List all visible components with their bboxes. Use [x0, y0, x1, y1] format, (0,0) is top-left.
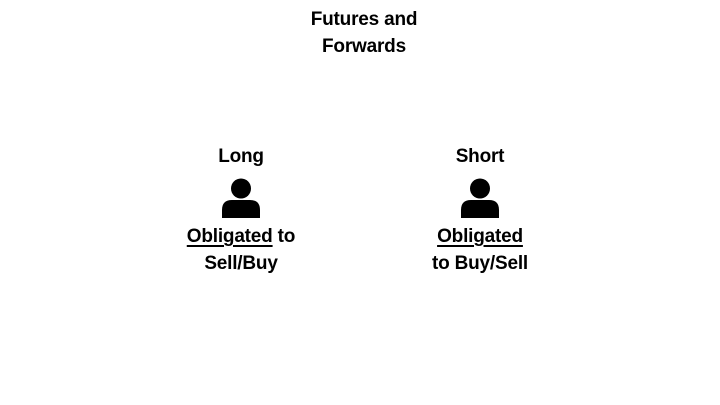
long-caption-to: to [272, 226, 296, 247]
long-caption-line-2: Sell/Buy [204, 253, 278, 274]
slide-title-line-1: Futures and [310, 9, 418, 30]
short-caption-line-1: Obligated [380, 223, 580, 250]
short-caption-line-2: to Buy/Sell [432, 253, 528, 274]
slide-title-line-2: Forwards [322, 36, 406, 57]
short-party: Short Obligated to Buy/Sell [380, 143, 580, 277]
person-icon [222, 178, 260, 218]
short-obligated-text: Obligated [437, 226, 523, 247]
short-label: Short [455, 146, 505, 167]
slide-title: Futures and Forwards [0, 6, 720, 60]
long-caption-line-1: Obligated to [141, 223, 341, 250]
long-obligated-text: Obligated [186, 226, 273, 247]
long-caption: Obligated to Sell/Buy [141, 223, 341, 277]
long-label: Long [218, 146, 264, 167]
long-party: Long Obligated to Sell/Buy [141, 143, 341, 277]
short-caption: Obligated to Buy/Sell [380, 223, 580, 277]
person-icon [461, 178, 499, 218]
